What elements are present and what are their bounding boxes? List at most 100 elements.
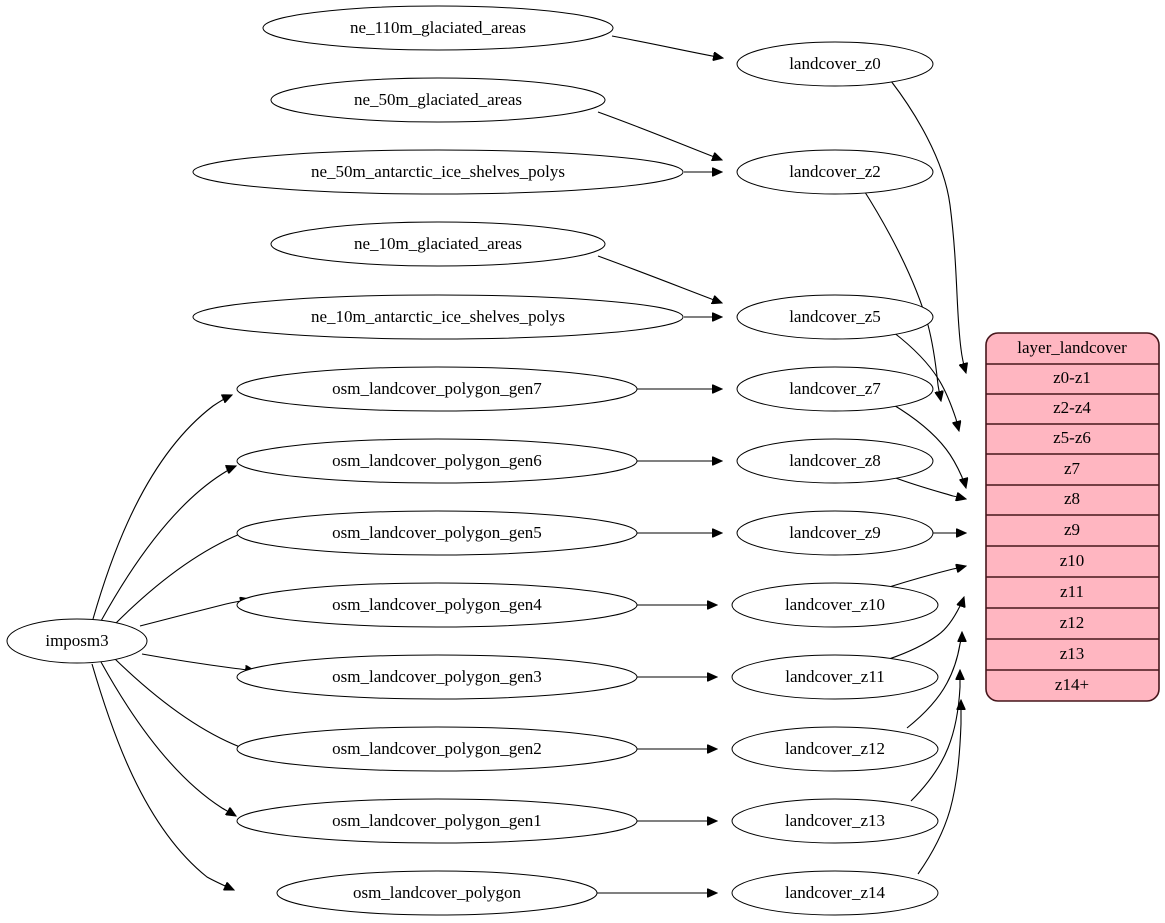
node-imposm3[interactable]: imposm3 <box>6 618 148 664</box>
node-label: landcover_z11 <box>785 667 884 686</box>
node-landcover-z0[interactable]: landcover_z0 <box>736 41 934 87</box>
node-landcover-z2[interactable]: landcover_z2 <box>736 149 934 195</box>
edge-ne110ga-to-lcz0 <box>611 35 723 58</box>
edge-ne10ga-to-lcz5 <box>597 255 722 303</box>
node-label: osm_landcover_polygon_gen7 <box>332 379 542 398</box>
node-label: ne_10m_antarctic_ice_shelves_polys <box>311 307 565 326</box>
node-shape <box>270 77 606 123</box>
node-shape <box>731 582 939 628</box>
node-ne110m-glaciated-areas[interactable]: ne_110m_glaciated_areas <box>262 5 614 51</box>
edge-imposm3-to-osmg5 <box>114 527 257 625</box>
node-landcover-z12[interactable]: landcover_z12 <box>731 726 939 772</box>
table-row-z5z6[interactable]: z5-z6 <box>1053 428 1091 447</box>
landcover-zoom-nodes: landcover_z0 landcover_z2 landcover_z5 l… <box>731 41 939 916</box>
node-label: imposm3 <box>45 631 108 650</box>
edge-lcz11-to-rowz11 <box>885 597 964 661</box>
edge-lcz12-to-rowz12 <box>906 632 962 729</box>
node-shape <box>276 870 598 916</box>
node-label: landcover_z8 <box>789 451 881 470</box>
node-shape <box>736 438 934 484</box>
layer-landcover-table[interactable]: layer_landcover z0-z1 z2-z4 z5-z6 z7 z8 … <box>985 332 1160 702</box>
table-row-z12[interactable]: z12 <box>1060 613 1085 632</box>
edge-imposm3-to-osmg1 <box>100 661 236 816</box>
node-osm-landcover-polygon-gen6[interactable]: osm_landcover_polygon_gen6 <box>236 438 638 484</box>
edge-lcz8-to-rowz8 <box>892 476 966 499</box>
node-shape <box>236 366 638 412</box>
node-landcover-z7[interactable]: landcover_z7 <box>736 366 934 412</box>
edge-imposm3-to-osmg6 <box>100 466 236 622</box>
node-shape <box>731 654 939 700</box>
node-shape <box>236 438 638 484</box>
table-row-z9[interactable]: z9 <box>1064 520 1080 539</box>
node-osm-landcover-polygon-gen7[interactable]: osm_landcover_polygon_gen7 <box>236 366 638 412</box>
node-shape <box>731 798 939 844</box>
node-label: osm_landcover_polygon_gen4 <box>332 595 542 614</box>
table-row-z7[interactable]: z7 <box>1064 459 1081 478</box>
node-shape <box>736 366 934 412</box>
node-osm-landcover-polygon-gen1[interactable]: osm_landcover_polygon_gen1 <box>236 798 638 844</box>
table-row-z11[interactable]: z11 <box>1060 582 1084 601</box>
edge-lcz5-to-rowz5z6 <box>892 331 959 431</box>
node-landcover-z10[interactable]: landcover_z10 <box>731 582 939 628</box>
edge-imposm3-to-osmg0 <box>91 663 234 890</box>
table-row-z8[interactable]: z8 <box>1064 489 1080 508</box>
node-landcover-z11[interactable]: landcover_z11 <box>731 654 939 700</box>
node-ne10m-glaciated-areas[interactable]: ne_10m_glaciated_areas <box>270 221 606 267</box>
node-shape <box>236 726 638 772</box>
node-shape <box>236 510 638 556</box>
edge-imposm3-to-osmg4 <box>139 599 250 627</box>
edge-lcz2-to-rowz2z4 <box>862 188 941 401</box>
edge-imposm3-to-osmg7 <box>92 395 232 620</box>
node-label: landcover_z5 <box>789 307 881 326</box>
node-label: ne_50m_antarctic_ice_shelves_polys <box>311 162 565 181</box>
node-label: landcover_z2 <box>789 162 881 181</box>
node-shape <box>192 294 684 340</box>
osm-source-nodes: osm_landcover_polygon_gen7 osm_landcover… <box>236 366 638 916</box>
node-label: osm_landcover_polygon <box>353 883 522 902</box>
node-ne50m-antarctic-ice-shelves-polys[interactable]: ne_50m_antarctic_ice_shelves_polys <box>192 149 684 195</box>
edge-lcz13-to-rowz13 <box>910 670 960 802</box>
node-label: ne_10m_glaciated_areas <box>354 234 522 253</box>
edge-ne50ga-to-lcz2 <box>597 111 722 160</box>
node-ne50m-glaciated-areas[interactable]: ne_50m_glaciated_areas <box>270 77 606 123</box>
node-osm-landcover-polygon-gen4[interactable]: osm_landcover_polygon_gen4 <box>236 582 638 628</box>
node-landcover-z8[interactable]: landcover_z8 <box>736 438 934 484</box>
table-row-z14[interactable]: z14+ <box>1055 675 1089 694</box>
node-shape <box>731 726 939 772</box>
node-osm-landcover-polygon[interactable]: osm_landcover_polygon <box>276 870 598 916</box>
table-row-z10[interactable]: z10 <box>1060 551 1085 570</box>
node-osm-landcover-polygon-gen3[interactable]: osm_landcover_polygon_gen3 <box>236 654 638 700</box>
node-osm-landcover-polygon-gen5[interactable]: osm_landcover_polygon_gen5 <box>236 510 638 556</box>
node-osm-landcover-polygon-gen2[interactable]: osm_landcover_polygon_gen2 <box>236 726 638 772</box>
node-shape <box>236 654 638 700</box>
node-shape <box>736 149 934 195</box>
node-shape <box>731 870 939 916</box>
node-label: osm_landcover_polygon_gen2 <box>332 739 542 758</box>
node-label: osm_landcover_polygon_gen1 <box>332 811 542 830</box>
node-label: osm_landcover_polygon_gen3 <box>332 667 542 686</box>
node-shape <box>262 5 614 51</box>
edge-imposm3-to-osmg2 <box>114 658 255 753</box>
table-row-z13[interactable]: z13 <box>1060 644 1085 663</box>
node-label: landcover_z0 <box>789 54 881 73</box>
edge-lcz10-to-rowz10 <box>885 566 966 589</box>
table-row-z0z1[interactable]: z0-z1 <box>1053 368 1091 387</box>
edge-layer <box>91 35 966 893</box>
node-shape <box>270 221 606 267</box>
node-shape <box>236 582 638 628</box>
node-label: landcover_z9 <box>789 523 881 542</box>
node-ne10m-antarctic-ice-shelves-polys[interactable]: ne_10m_antarctic_ice_shelves_polys <box>192 294 684 340</box>
table-background <box>985 332 1160 702</box>
node-landcover-z5[interactable]: landcover_z5 <box>736 294 934 340</box>
edge-imposm3-to-osmg3 <box>141 653 255 671</box>
table-row-z2z4[interactable]: z2-z4 <box>1053 398 1091 417</box>
node-landcover-z14[interactable]: landcover_z14 <box>731 870 939 916</box>
natural-earth-source-nodes: ne_110m_glaciated_areas ne_50m_glaciated… <box>192 5 684 340</box>
node-label: landcover_z7 <box>789 379 881 398</box>
node-shape <box>192 149 684 195</box>
edge-lcz14-to-rowz14 <box>917 700 961 875</box>
node-label: landcover_z14 <box>785 883 886 902</box>
node-landcover-z9[interactable]: landcover_z9 <box>736 510 934 556</box>
node-landcover-z13[interactable]: landcover_z13 <box>731 798 939 844</box>
